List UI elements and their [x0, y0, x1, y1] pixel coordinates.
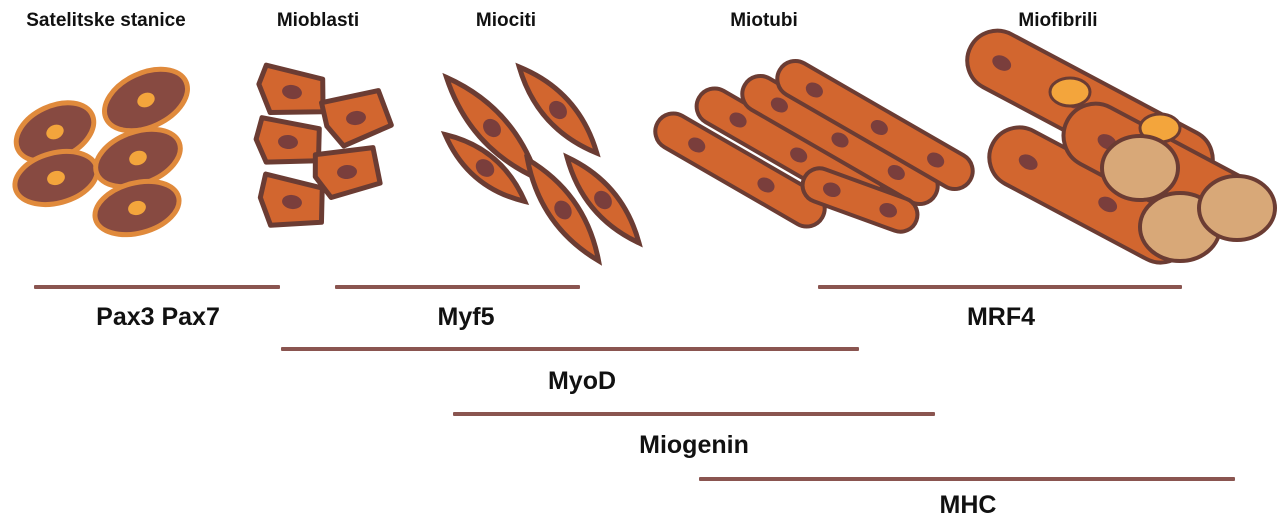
myofibrils-group: [957, 20, 1275, 273]
bar-myogenin: [453, 412, 935, 416]
myoblasts-group: [254, 64, 393, 232]
bar-myf5: [335, 285, 580, 289]
marker-label-myf5: Myf5: [438, 303, 495, 332]
myoblast: [254, 64, 329, 121]
bar-myod: [281, 347, 859, 351]
marker-label-pax: Pax3 Pax7: [96, 303, 220, 332]
myoblast: [254, 117, 322, 166]
myotubes-group: [649, 54, 980, 236]
myoblast: [257, 174, 327, 232]
myoblast: [321, 90, 393, 149]
satellite-nucleus-dot: [1050, 78, 1090, 106]
bar-mrf4: [818, 285, 1182, 289]
cells-illustration: [0, 0, 1283, 290]
satellite-cells-group: [7, 57, 197, 243]
bar-pax: [34, 285, 280, 289]
myocytes-group: [435, 58, 649, 269]
bar-mhc: [699, 477, 1235, 481]
marker-label-mrf4: MRF4: [967, 303, 1035, 332]
fiber-cross-section: [1102, 136, 1178, 200]
fiber-cross-section: [1199, 176, 1275, 240]
marker-label-mhc: MHC: [940, 491, 997, 520]
marker-label-myod: MyoD: [548, 367, 616, 396]
marker-label-myogenin: Miogenin: [639, 431, 749, 460]
